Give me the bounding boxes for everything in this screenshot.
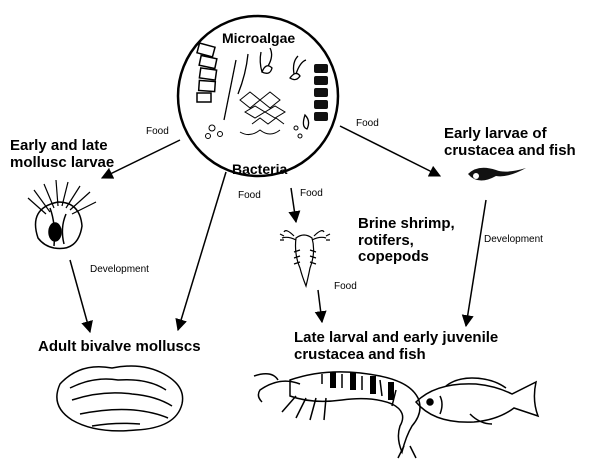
brine-shrimp-label: Brine shrimp, rotifers, copepods <box>358 216 455 266</box>
arrow-to-crustacea-larvae <box>340 126 440 176</box>
microalgae-label: Microalgae <box>222 31 295 46</box>
dark-algae-chain-icon <box>314 64 328 121</box>
fish-larva-icon <box>468 168 526 181</box>
arrow-brine-to-late-larval <box>318 290 322 322</box>
food-label-mid-left: Food <box>238 190 261 201</box>
food-label-left: Food <box>146 126 169 137</box>
shrimp-icon <box>254 372 420 458</box>
late-larval-label: Late larval and early juvenile crustacea… <box>294 330 498 363</box>
food-label-right: Food <box>356 118 379 129</box>
food-label-lower: Food <box>334 281 357 292</box>
arrow-to-brine-shrimp <box>291 188 296 222</box>
oyster-icon <box>57 366 183 431</box>
bacteria-label: Bacteria <box>232 162 287 177</box>
crustacea-larvae-label: Early larvae of crustacea and fish <box>444 126 576 159</box>
arrow-crustacea-development <box>466 200 486 326</box>
development-label-right: Development <box>484 234 543 245</box>
mollusc-larvae-label: Early and late mollusc larvae <box>10 138 114 171</box>
development-label-left: Development <box>90 264 149 275</box>
arrow-to-adult-bivalves <box>178 172 226 330</box>
mollusc-larva-icon <box>28 180 96 249</box>
fish-icon <box>416 378 538 424</box>
adult-bivalves-label: Adult bivalve molluscs <box>38 339 201 356</box>
arrow-mollusc-development <box>70 260 90 332</box>
food-label-mid: Food <box>300 188 323 199</box>
brine-shrimp-icon <box>280 231 330 286</box>
